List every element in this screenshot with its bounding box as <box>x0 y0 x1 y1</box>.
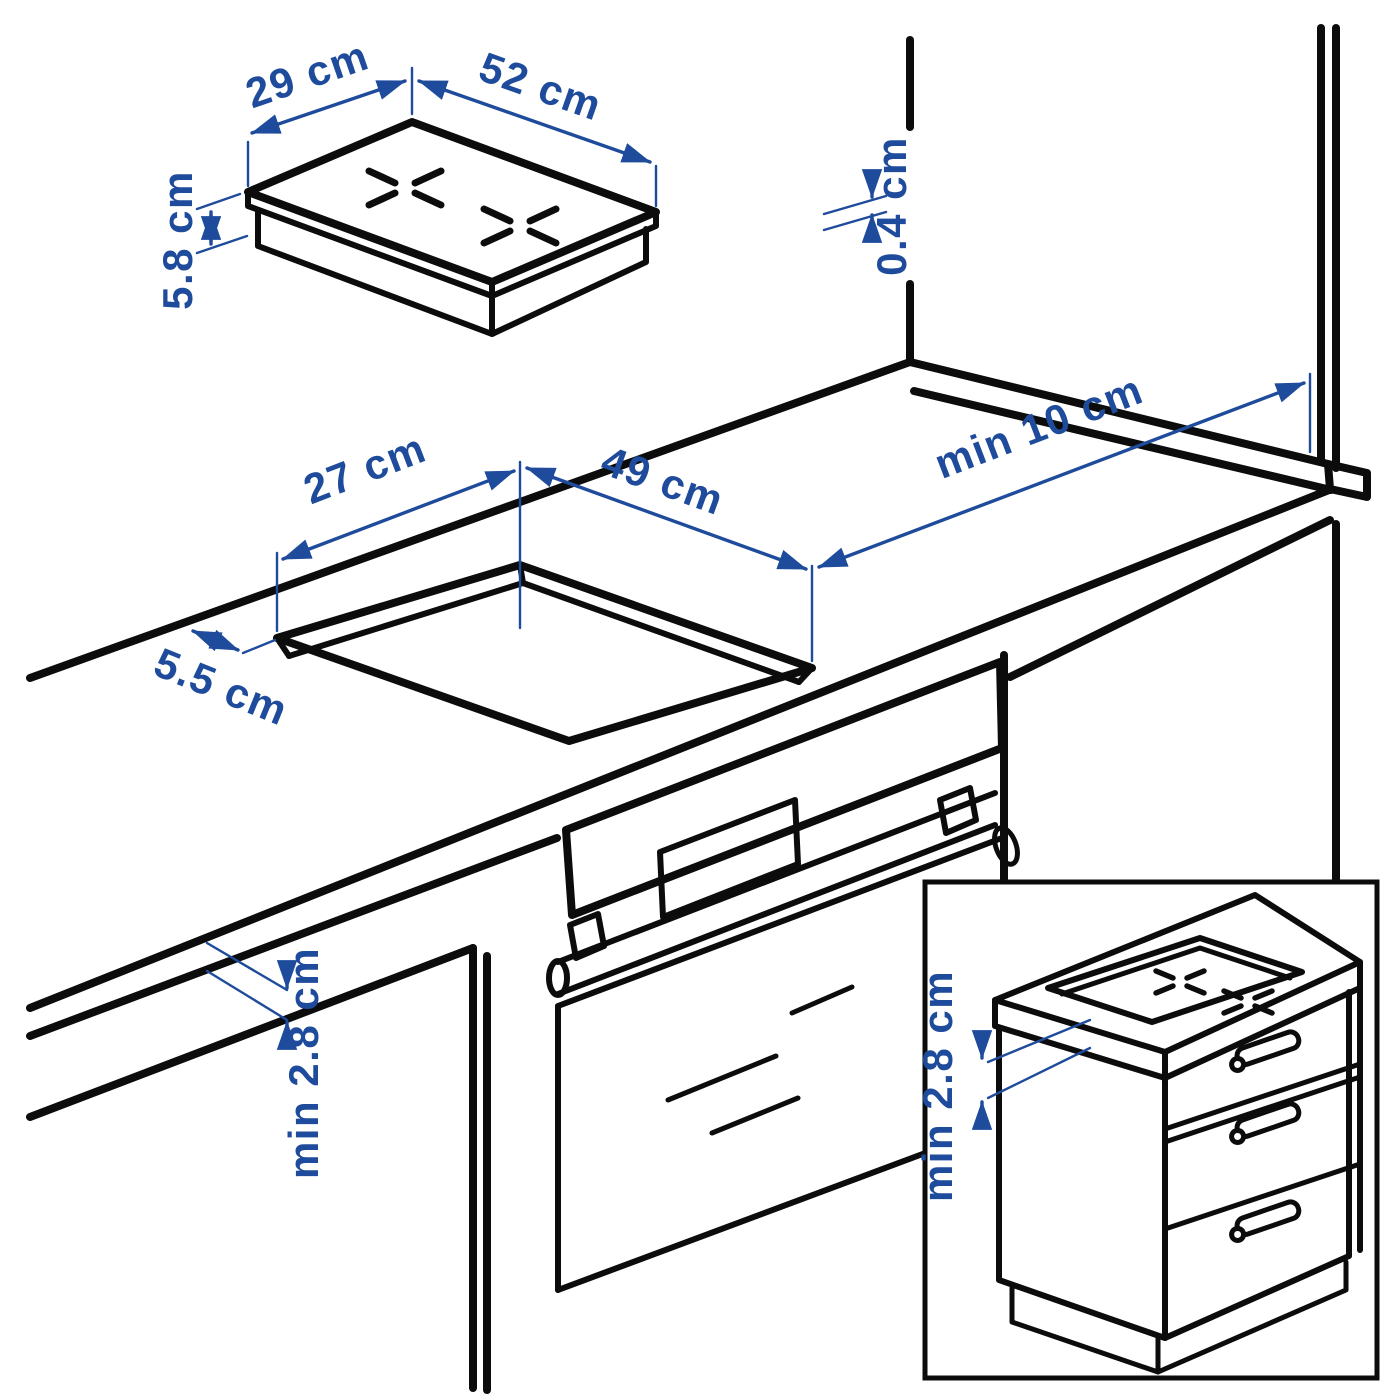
drawer-division <box>1165 1061 1363 1131</box>
dimension-49cm: 49 cm <box>525 437 814 663</box>
dimension-5-5cm: 5.5 cm <box>148 629 295 735</box>
left-wall-base <box>26 358 914 682</box>
inset-cabinet <box>992 892 1363 1375</box>
label-29cm: 29 cm <box>240 31 375 117</box>
wall-lines <box>26 24 1340 888</box>
dimension-min2-8cm-left: min 2.8 cm <box>205 941 327 1179</box>
dimension-min2-8cm-inset: min 2.8 cm <box>914 970 1092 1202</box>
handle-end-cap <box>992 825 1020 867</box>
glass-reflection <box>709 1095 801 1136</box>
cooktop-glass-edge <box>245 189 659 299</box>
induction-zone-icon <box>480 205 560 247</box>
counter-front-thickness <box>26 834 561 1040</box>
label-5-5cm: 5.5 cm <box>148 639 295 735</box>
induction-zone-icon <box>1221 988 1275 1016</box>
counter-cutout <box>273 561 816 745</box>
glass-reflection <box>665 1053 779 1103</box>
inset-cooktop <box>1045 935 1305 1025</box>
label-52cm: 52 cm <box>473 43 608 130</box>
oven-door <box>555 835 1005 1293</box>
handle-end-cap <box>546 958 570 998</box>
cooktop-glass-top <box>244 118 660 286</box>
label-min2-8cm-inset: min 2.8 cm <box>914 970 961 1202</box>
inset-cabinet-side <box>996 1025 1168 1341</box>
label-27cm: 27 cm <box>297 424 432 513</box>
drawer-handle <box>1229 1199 1302 1243</box>
drawer-handle <box>1229 1101 1302 1145</box>
drawer-division <box>1165 1074 1363 1144</box>
induction-zone-icon <box>1153 968 1207 996</box>
dimension-0-4cm: 0.4 cm <box>822 136 915 276</box>
oven-display-window <box>657 797 801 920</box>
label-5-8cm: 5.8 cm <box>154 170 201 310</box>
base-cabinet-front <box>26 944 491 1394</box>
drawer-division <box>1165 1161 1363 1231</box>
dimension-52cm: 52 cm <box>417 43 658 208</box>
label-min10cm: min 10 cm <box>928 365 1149 487</box>
label-0-4cm: 0.4 cm <box>868 136 915 276</box>
handle-bracket <box>937 785 979 836</box>
counter-front-edge <box>26 486 1333 1012</box>
label-min2-8cm: min 2.8 cm <box>280 947 327 1179</box>
dimension-5-8cm: 5.8 cm <box>154 170 249 310</box>
glass-reflection <box>789 984 855 1016</box>
oven <box>546 651 1020 1293</box>
drawer-handle <box>1229 1029 1302 1073</box>
counter-end-tip <box>1324 460 1371 501</box>
product-cooktop <box>244 118 660 337</box>
oven-handle <box>546 785 1020 998</box>
inset-panel: min 2.8 cm <box>914 879 1380 1381</box>
induction-zone-icon <box>365 167 445 209</box>
cabinet-top-edge <box>26 944 477 1121</box>
